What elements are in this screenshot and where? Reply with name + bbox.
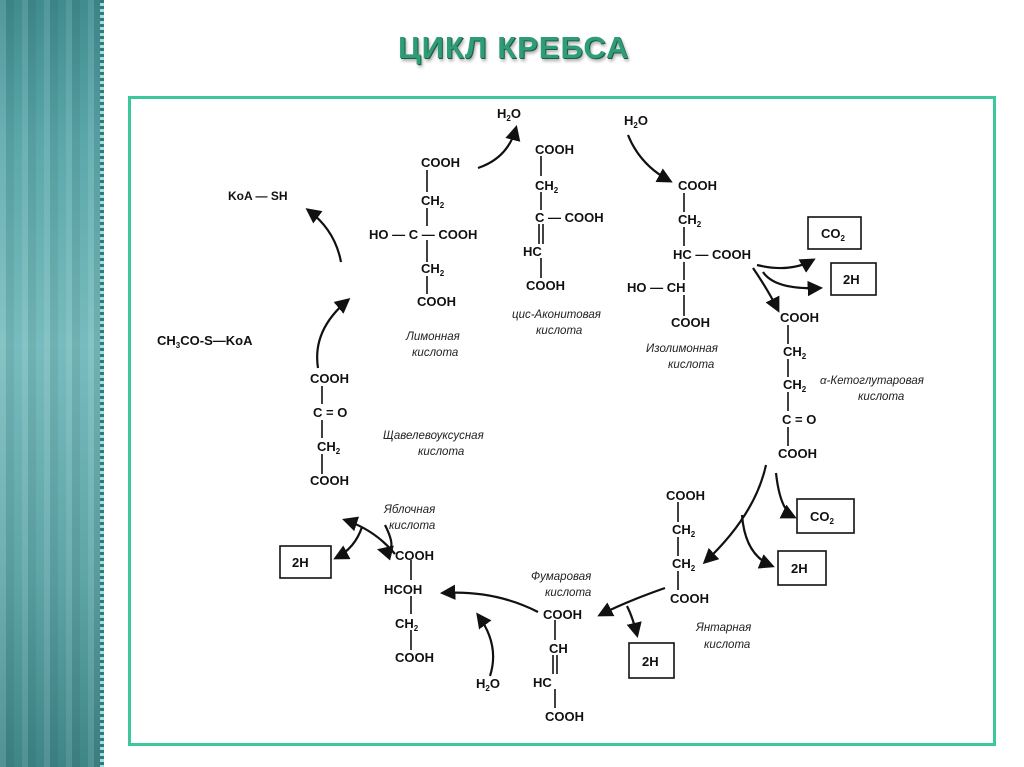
citrate-name-line1: Лимонная [405, 331, 460, 343]
reaction-arrows [305, 125, 824, 677]
oxaloacetate-name-line2: кислота [418, 446, 464, 458]
h2o-label-2: H2O [624, 113, 648, 130]
isocitrate-cooh-top: COOH [678, 178, 717, 193]
isocitrate-name-line2: кислота [668, 359, 714, 371]
h2o-label-1: H2O [497, 106, 521, 123]
succinate-cooh-top: COOH [666, 488, 705, 503]
ketoglutarate-cooh-bottom: COOH [778, 446, 817, 461]
oxaloacetate-cooh-bottom: COOH [310, 473, 349, 488]
fumarate-cooh-top: COOH [543, 607, 582, 622]
ketoglutarate-name-line2: кислота [858, 391, 904, 403]
oxaloacetate-ch2: CH2 [317, 439, 341, 456]
citrate-cooh-bottom: COOH [417, 294, 456, 309]
fumarate-name-line2: кислота [545, 587, 591, 599]
aconitate-hc: HC [523, 244, 542, 259]
fumarate-ch: CH [549, 641, 568, 656]
citrate-ho-c-cooh: HO — C — COOH [369, 227, 477, 242]
malate-ch2: CH2 [395, 616, 419, 633]
coa-sh: KoA — SH [228, 189, 288, 203]
aconitate-cooh-top: COOH [535, 142, 574, 157]
ketoglutarate-cooh-top: COOH [780, 310, 819, 325]
decorative-side-band [0, 0, 104, 767]
malate-name-line1: Яблочная [383, 504, 435, 516]
malate-molecule: Яблочная кислота COOH HCOH CH2 COOH [383, 504, 435, 665]
cis-aconitate-molecule: COOH CH2 C — COOH HC COOH цис-Аконитовая… [512, 142, 604, 337]
succinate-molecule: COOH CH2 CH2 COOH Янтарная кислота [666, 488, 751, 651]
isocitrate-ho-ch: HO — CH [627, 280, 686, 295]
ketoglutarate-ch2-b: CH2 [783, 377, 807, 394]
fumarate-molecule: Фумаровая кислота COOH CH HC COOH [531, 571, 591, 724]
ketoglutarate-c-o: C = O [782, 412, 816, 427]
ketoglutarate-ch2-a: CH2 [783, 344, 807, 361]
diagram-frame [128, 96, 996, 746]
malate-name-line2: кислота [389, 520, 435, 532]
isocitrate-ch2: CH2 [678, 212, 702, 229]
isocitrate-cooh-bottom: COOH [671, 315, 710, 330]
oxaloacetate-molecule: COOH C = O CH2 COOH Щавелевоуксусная кис… [310, 371, 484, 488]
malate-hcoh: HCOH [384, 582, 422, 597]
fumarate-name-line1: Фумаровая [531, 571, 591, 583]
2h-label-3: 2H [642, 654, 659, 669]
fumarate-cooh-bottom: COOH [545, 709, 584, 724]
side-band-edge [100, 0, 104, 767]
slide-title: ЦИКЛ КРЕБСА [398, 30, 630, 65]
malate-cooh-bottom: COOH [395, 650, 434, 665]
fumarate-hc: HC [533, 675, 552, 690]
isocitrate-molecule: COOH CH2 HC — COOH HO — CH COOH Изолимон… [627, 178, 751, 371]
succinate-ch2-a: CH2 [672, 522, 696, 539]
citrate-ch2-top: CH2 [421, 193, 445, 210]
citrate-name-line2: кислота [412, 347, 458, 359]
acetyl-coa: CH3CO-S—KoA [157, 333, 253, 350]
aconitate-cooh-bottom: COOH [526, 278, 565, 293]
succinate-cooh-bottom: COOH [670, 591, 709, 606]
2h-label-2: 2H [791, 561, 808, 576]
citrate-cooh-top: COOH [421, 155, 460, 170]
malate-cooh-top: COOH [395, 548, 434, 563]
citrate-molecule: COOH CH2 HO — C — COOH CH2 COOH Лимонная… [369, 155, 477, 359]
aconitate-name-line2: кислота [536, 325, 582, 337]
aconitate-name-line1: цис-Аконитовая [512, 309, 601, 321]
isocitrate-hc-cooh: HC — COOH [673, 247, 751, 262]
oxaloacetate-name-line1: Щавелевоуксусная [383, 430, 484, 442]
product-boxes [279, 216, 877, 679]
molecule-bonds [321, 156, 789, 708]
oxaloacetate-cooh-top: COOH [310, 371, 349, 386]
2h-label-1: 2H [843, 272, 860, 287]
citrate-ch2-bottom: CH2 [421, 261, 445, 278]
succinate-name-line1: Янтарная [695, 622, 751, 634]
alpha-ketoglutarate-molecule: COOH CH2 CH2 C = O COOH α-Кетоглутаровая… [778, 310, 924, 461]
succinate-name-line2: кислота [704, 639, 750, 651]
aconitate-ch2: CH2 [535, 178, 559, 195]
isocitrate-name-line1: Изолимонная [646, 343, 718, 355]
ketoglutarate-name-line1: α-Кетоглутаровая [820, 375, 924, 387]
h2o-label-3: H2O [476, 676, 500, 693]
aconitate-c-cooh: C — COOH [535, 210, 604, 225]
2h-label-4: 2H [292, 555, 309, 570]
co2-label-1: CO2 [821, 226, 846, 243]
oxaloacetate-c-o: C = O [313, 405, 347, 420]
succinate-ch2-b: CH2 [672, 556, 696, 573]
co2-label-2: CO2 [810, 509, 835, 526]
